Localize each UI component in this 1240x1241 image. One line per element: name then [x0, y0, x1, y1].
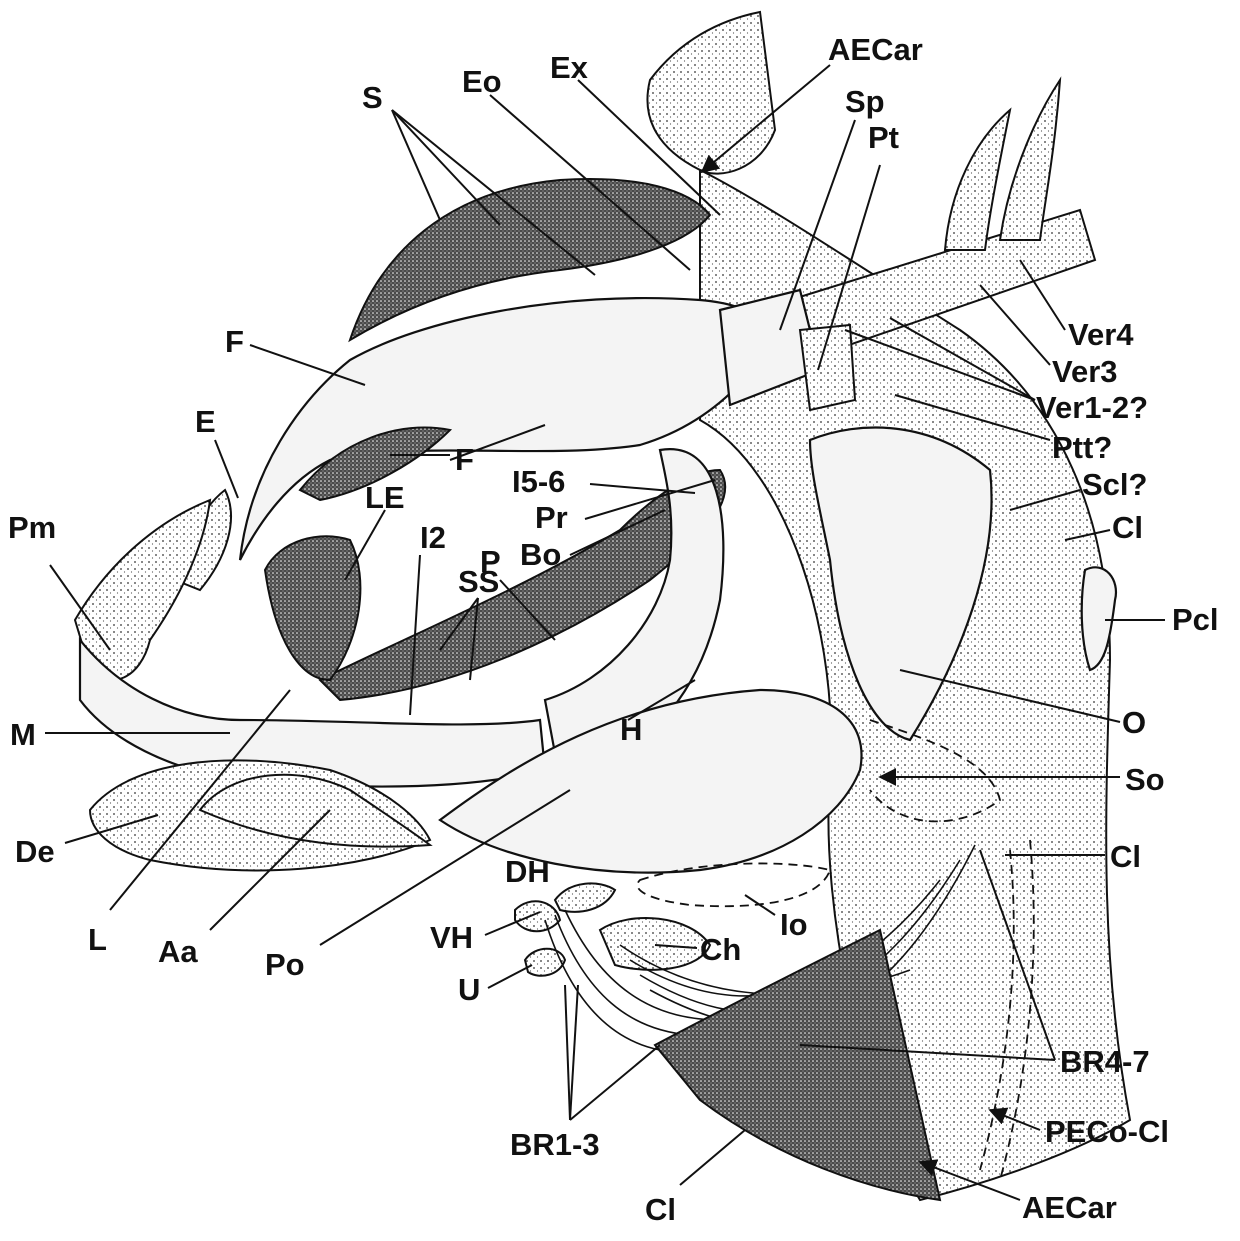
label-vh: VH	[430, 920, 473, 955]
label-i5-6: I5-6	[512, 464, 565, 499]
posterior-cartilage-top	[647, 12, 775, 174]
label-m: M	[10, 717, 36, 752]
label-br1-3: BR1-3	[510, 1127, 600, 1162]
label-ver3: Ver3	[1052, 354, 1118, 389]
label-aecar-top: AECar	[828, 32, 923, 67]
label-aecar-bottom: AECar	[1022, 1190, 1117, 1225]
lateral-ethmoid	[265, 536, 360, 680]
label-ver1-2: Ver1-2?	[1036, 390, 1148, 425]
label-o: O	[1122, 705, 1146, 740]
label-l: L	[88, 922, 107, 957]
leader-u	[488, 965, 532, 988]
urohyal	[525, 949, 565, 976]
label-bo: Bo	[520, 537, 561, 572]
label-h: H	[620, 712, 642, 747]
label-aa: Aa	[158, 934, 198, 969]
ventral-hypohyal	[515, 901, 560, 931]
leader-s-1	[392, 110, 440, 220]
leader-br1-3-a	[565, 985, 570, 1120]
label-i2: I2	[420, 520, 446, 555]
label-dh: DH	[505, 854, 550, 889]
label-f-lower: F	[455, 442, 474, 477]
leader-br1-3-c	[570, 1045, 660, 1120]
premaxilla	[75, 500, 210, 680]
label-e: E	[195, 404, 216, 439]
label-scl: Scl?	[1082, 467, 1147, 502]
label-pt: Pt	[868, 120, 899, 155]
label-pm: Pm	[8, 510, 56, 545]
skull-illustration	[75, 12, 1130, 1200]
label-pcl: Pcl	[1172, 602, 1219, 637]
label-io: Io	[780, 907, 808, 942]
label-po: Po	[265, 947, 305, 982]
leader-s-2	[392, 110, 500, 225]
label-ch: Ch	[700, 932, 741, 967]
label-peco-cl: PECo-Cl	[1045, 1114, 1169, 1149]
leader-io	[745, 895, 775, 915]
label-le: LE	[365, 480, 405, 515]
label-de: De	[15, 834, 55, 869]
label-sp: Sp	[845, 84, 885, 119]
label-ver4: Ver4	[1068, 317, 1134, 352]
label-br4-7: BR4-7	[1060, 1044, 1150, 1079]
label-f-upper: F	[225, 324, 244, 359]
label-pr: Pr	[535, 500, 568, 535]
label-ptt: Ptt?	[1052, 430, 1112, 465]
label-s: S	[362, 80, 383, 115]
label-ss: SS	[458, 564, 499, 599]
neural-spine-1	[945, 110, 1010, 250]
leader-e	[215, 440, 238, 498]
preopercle	[440, 690, 862, 873]
label-cl-bottom: Cl	[645, 1192, 676, 1227]
leader-br1-3-b	[570, 985, 578, 1120]
ceratohyal	[600, 918, 710, 970]
dorsal-hypohyal	[555, 883, 615, 911]
label-cl-upper: Cl	[1112, 510, 1143, 545]
label-ex: Ex	[550, 50, 589, 85]
label-u: U	[458, 972, 480, 1007]
label-eo: Eo	[462, 64, 502, 99]
label-so: So	[1125, 762, 1165, 797]
neural-spine-2	[1000, 80, 1060, 240]
leader-cl-bottom	[680, 1130, 745, 1185]
label-cl-mid: Cl	[1110, 839, 1141, 874]
